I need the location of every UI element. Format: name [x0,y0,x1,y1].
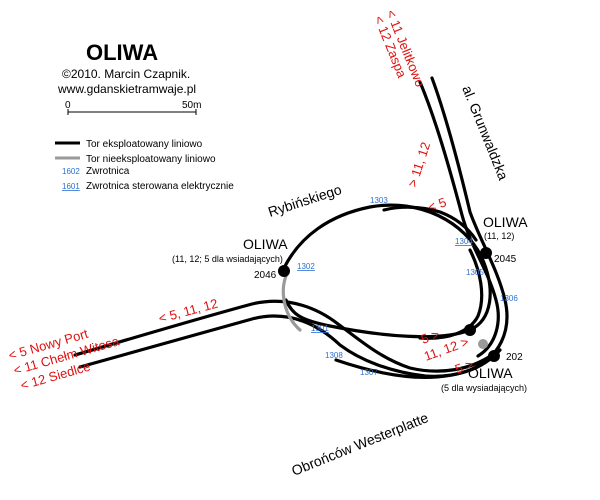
legend-switch-number: 1602 [62,167,80,176]
stop-east-name: OLIWA [483,214,528,230]
stop-south-code: 202 [506,352,523,363]
website-text: www.gdanskietramwaje.pl [57,82,196,96]
legend: Tor eksploatowany liniowo Tor nieeksploa… [55,139,234,192]
stop-west-lines: (11, 12; 5 dla wsiadających) [172,254,283,264]
switch-1307: 1307 [360,368,378,377]
legend-switch-label: Zwrotnica [86,166,130,177]
tracks [73,76,509,380]
stop-east-lines: (11, 12) [484,231,514,241]
credit-text: ©2010. Marcin Czapnik. [62,67,190,81]
stop-east-code: 2045 [494,254,517,265]
switch-1304: 1304 [455,237,473,246]
legend-electric-switch-label: Zwrotnica sterowana elektrycznie [86,181,234,192]
switch-1306: 1306 [500,294,518,303]
direction-north-lines: > 11, 12 [405,140,434,189]
stop-west-code: 2046 [254,270,277,281]
track-loop [282,203,492,339]
switch-1301: 1301 [311,324,329,333]
stop-marker-south [488,350,500,362]
street-grunwaldzka: al. Grunwaldzka [459,83,512,182]
track-southwest-south [78,314,502,378]
direction-south-5a: 5 > [419,326,441,346]
track-southwest-north [73,299,494,373]
stop-marker-west [278,265,290,277]
track-inactive-connector [281,274,302,332]
legend-active-track-label: Tor eksploatowany liniowo [86,139,203,150]
stop-south-lines: (5 dla wysiadających) [441,383,527,393]
scale-bar: 0 50m [65,100,201,115]
stop-marker-south-inactive [478,339,488,349]
track-inner-loop [418,248,484,340]
switch-1308: 1308 [325,351,343,360]
switch-1302: 1302 [297,262,315,271]
legend-inactive-track-label: Tor nieeksploatowany liniowo [86,154,216,165]
scale-end: 50m [182,100,201,111]
street-rybinskiego: Rybińskiego [266,181,344,220]
map-title: OLIWA [86,40,158,65]
track-north-link [382,205,478,242]
stop-marker-east [480,247,492,259]
scale-start: 0 [65,100,71,111]
direction-north-5: < 5 [426,194,448,214]
stop-marker-south-north [464,324,476,336]
switch-1305: 1305 [466,268,484,277]
switch-1303: 1303 [370,196,388,205]
legend-electric-switch-number: 1601 [62,182,80,191]
stop-west-name: OLIWA [243,236,288,252]
stop-south-name: OLIWA [468,365,513,381]
street-westerplatte: Obrońców Westerplatte [289,409,431,479]
direction-south-5b: 5 > [453,356,475,376]
